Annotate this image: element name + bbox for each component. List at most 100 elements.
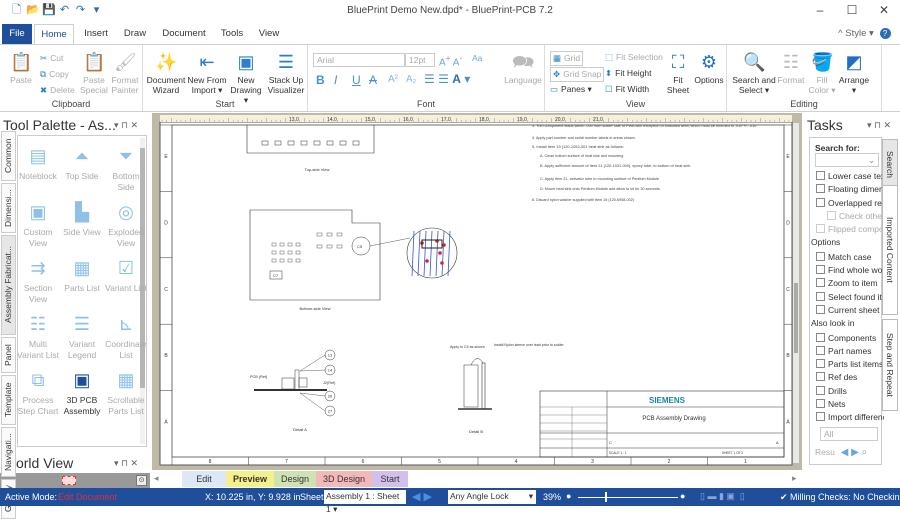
tasks-tab-1[interactable]: Imported Content — [882, 185, 898, 315]
checkbox-box[interactable] — [816, 171, 825, 180]
search-checkbox[interactable]: Lower case text — [816, 171, 884, 181]
checkbox-box[interactable] — [816, 332, 825, 342]
palette-tab-3[interactable]: Panel — [1, 337, 16, 373]
palette-scrollbar[interactable] — [140, 138, 145, 444]
sheet-tab-3d-design[interactable]: 3D Design — [316, 471, 372, 487]
delete-button[interactable]: ✖Delete — [40, 85, 75, 96]
palette-item[interactable]: ⧉Process Step Chart — [18, 368, 60, 416]
paste-special-button[interactable]: 📋Paste Special — [80, 51, 108, 95]
checkbox-box[interactable] — [816, 264, 825, 274]
tab-view[interactable]: View — [258, 28, 280, 39]
checkbox-box[interactable] — [816, 399, 825, 408]
palette-item[interactable]: ▣Custom View — [18, 200, 60, 248]
also-look-in-checkbox[interactable]: Drills — [816, 385, 884, 396]
paste-button[interactable]: 📋Paste — [6, 51, 36, 85]
milling-checks-button[interactable]: ✔ Milling Checks: No Checking — [780, 492, 900, 503]
palette-tab-1[interactable]: Dimensi... — [1, 183, 16, 233]
format-painter-button[interactable]: 🖌Format Painter — [109, 51, 141, 95]
superscript-button[interactable]: A² — [388, 74, 398, 85]
also-look-in-checkbox[interactable]: Part names — [816, 345, 884, 356]
palette-item[interactable]: ☑Variant List — [104, 256, 146, 294]
angle-lock-select[interactable]: Any Angle Lock▾ — [448, 490, 536, 504]
scope-select[interactable]: All — [820, 426, 878, 441]
world-view-controls[interactable]: ▾ ⊓ ✕ — [114, 458, 139, 468]
minimize-button[interactable]: – — [816, 3, 824, 17]
cut-button[interactable]: ✂Cut — [40, 53, 63, 64]
world-view-pane[interactable]: ⊙ — [0, 473, 150, 488]
maximize-button[interactable]: ☐ — [846, 3, 858, 17]
checkbox-box[interactable] — [816, 359, 825, 369]
also-look-in-checkbox[interactable]: Components — [816, 332, 884, 343]
document-wizard-button[interactable]: ✨Document Wizard — [145, 51, 187, 95]
align-buttons[interactable]: ☰ ☰ A ▾ — [424, 72, 471, 86]
checkbox-box[interactable] — [816, 278, 825, 288]
strikethrough-button[interactable]: A — [369, 73, 378, 87]
font-size-select[interactable]: 12pt — [405, 53, 435, 67]
new-from-import-button[interactable]: ⇤New From Import ▾ — [187, 51, 227, 95]
palette-item[interactable]: ⏶Top Side — [60, 144, 104, 182]
option-checkbox[interactable]: Zoom to item — [816, 278, 884, 288]
also-look-in-checkbox[interactable]: Parts list items — [816, 359, 884, 369]
fit-height-button[interactable]: ⬍Fit Height — [605, 68, 652, 79]
world-view-viewport[interactable] — [62, 476, 76, 485]
also-look-in-checkbox[interactable]: Nets — [816, 399, 884, 409]
change-case-button[interactable]: Aa — [472, 53, 483, 63]
search-checkbox[interactable]: Overlapped ref des — [816, 197, 884, 208]
tab-home[interactable]: Home — [34, 24, 74, 44]
checkbox-box[interactable] — [816, 197, 825, 207]
palette-item[interactable]: ⇉Section View — [18, 256, 60, 304]
tool-palette-controls[interactable]: ▾ ⊓ ✕ — [114, 120, 139, 130]
checkbox-box[interactable] — [816, 224, 825, 234]
also-look-in-checkbox[interactable]: Import differences — [816, 412, 884, 422]
palette-item[interactable]: ▦Parts List — [60, 256, 104, 294]
tab-insert[interactable]: Insert — [84, 28, 108, 39]
tabs-scroll-left-icon[interactable]: ◂ — [154, 473, 159, 483]
zoom-slider[interactable] — [578, 492, 678, 502]
help-button[interactable]: ? — [878, 24, 892, 44]
palette-item[interactable]: ◎Exploded View — [104, 200, 146, 248]
palette-item[interactable]: ▙Side View — [60, 200, 104, 238]
also-look-in-checkbox[interactable]: Ref des — [816, 372, 884, 382]
fit-width-button[interactable]: ☐Fit Width — [605, 84, 649, 95]
option-checkbox[interactable]: Current sheet only — [816, 305, 884, 315]
zoom-in-icon[interactable]: ● — [680, 491, 686, 501]
tab-tools[interactable]: Tools — [220, 28, 244, 39]
search-checkbox[interactable]: Flipped components — [816, 224, 884, 234]
tab-file[interactable]: File — [2, 24, 32, 44]
option-checkbox[interactable]: Select found items — [816, 291, 884, 302]
palette-item[interactable]: ⊾Coordinate List — [104, 312, 146, 360]
new-file-icon[interactable]: 🗋 — [12, 4, 21, 16]
undo-icon[interactable]: ↶ — [59, 4, 70, 16]
checkbox-box[interactable] — [816, 345, 825, 355]
grow-font-button[interactable]: A+ A- — [439, 53, 463, 69]
palette-item[interactable]: ☰Variant Legend — [60, 312, 104, 360]
new-drawing-button[interactable]: ▣New Drawing ▾ — [228, 51, 264, 105]
fit-selection-button[interactable]: ⬚Fit Selection — [605, 52, 663, 63]
tasks-tab-0[interactable]: Search — [882, 139, 898, 189]
view-mode-icons[interactable]: ▯ ▬ ▮ ▣ ▯ — [700, 491, 745, 501]
bold-button[interactable]: B — [316, 73, 325, 87]
sheet-select[interactable]: Assembly 1 : Sheet 1 ▾ — [324, 490, 406, 514]
search-checkbox[interactable]: Check other — [827, 210, 895, 221]
palette-tab-0[interactable]: Common — [1, 131, 16, 181]
panes-button[interactable]: ▭Panes ▾ — [550, 84, 592, 95]
format-button[interactable]: ☷Format — [777, 51, 805, 85]
arrange-button[interactable]: ◩Arrange ▾ — [837, 51, 871, 95]
world-view-zoom-icon[interactable]: ⊙ — [136, 475, 147, 486]
grid-snap-toggle[interactable]: ✥Grid Snap — [550, 67, 605, 82]
option-checkbox[interactable]: Match case — [816, 251, 884, 262]
palette-tab-2[interactable]: Assembly Fabricat... — [1, 235, 16, 335]
palette-tab-5[interactable]: Navigati... — [1, 427, 16, 477]
sheet-tab-edit[interactable]: Edit — [182, 471, 226, 487]
fit-sheet-button[interactable]: ⛶Fit Sheet — [663, 51, 693, 95]
style-button[interactable]: ^ Style ▾ — [838, 28, 874, 39]
close-button[interactable]: ✕ — [878, 3, 890, 17]
tabs-scroll-right-icon[interactable]: ▸ — [792, 473, 797, 483]
sheet-tab-preview[interactable]: Preview — [226, 471, 274, 487]
tab-draw[interactable]: Draw — [123, 28, 147, 39]
checkbox-box[interactable] — [816, 291, 825, 301]
checkbox-box[interactable] — [816, 412, 825, 422]
tasks-controls[interactable]: ▾ ⊓ ✕ — [867, 120, 892, 130]
